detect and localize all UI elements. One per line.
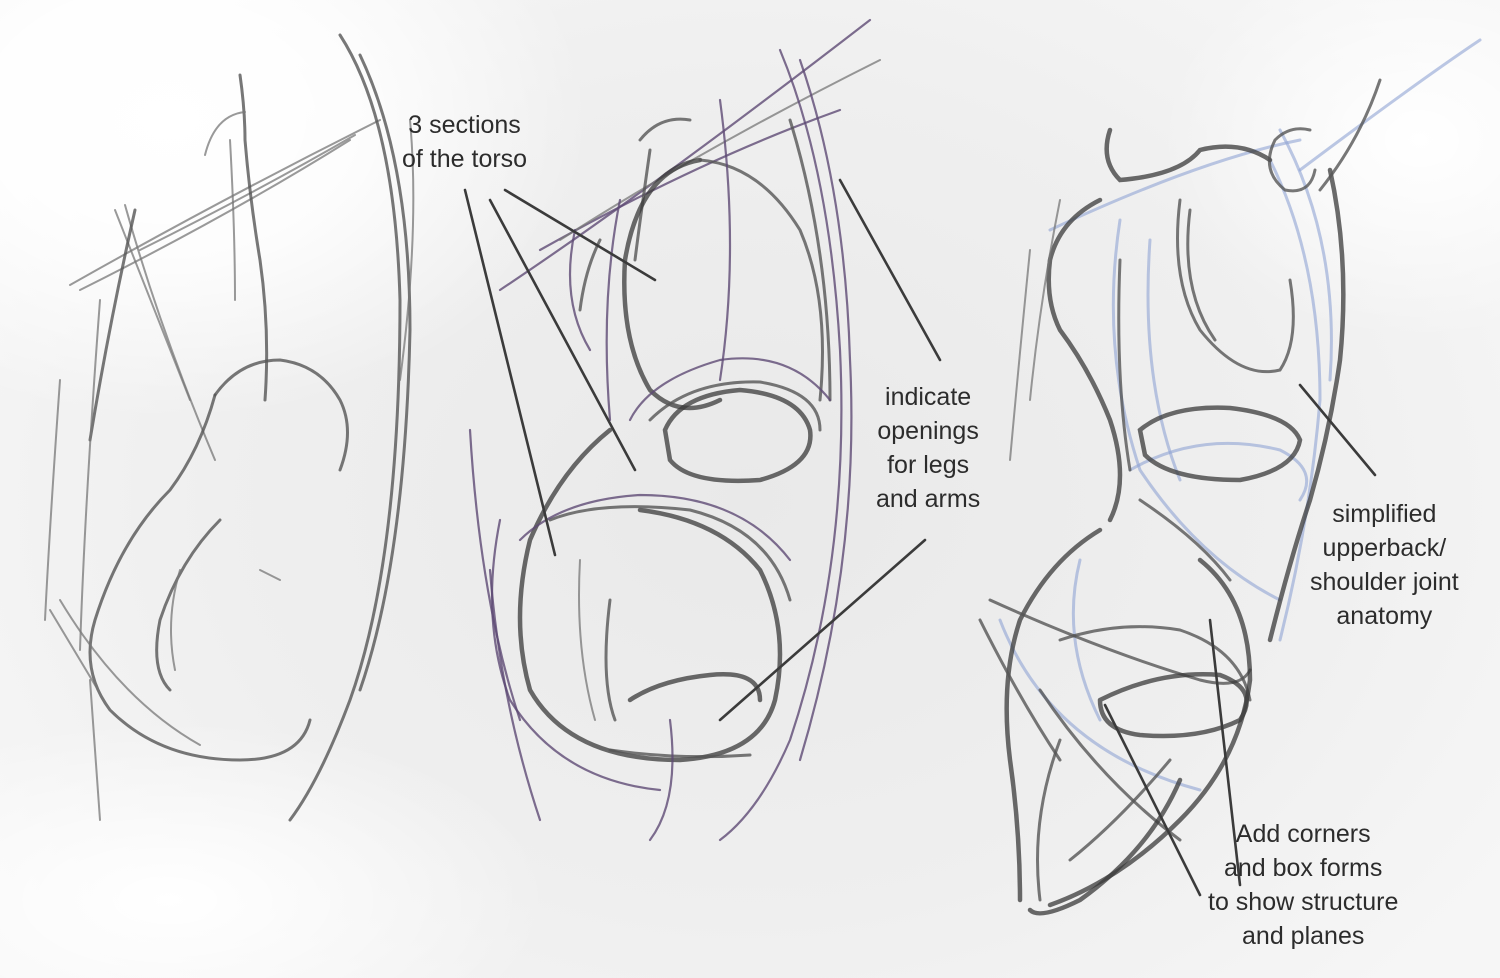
pointer-line xyxy=(1103,703,1202,897)
annotation-line: simplified xyxy=(1332,500,1437,528)
annotation-torso-sections: 3 sections of the torso xyxy=(402,108,527,176)
annotation-line: Add corners xyxy=(1235,820,1371,848)
annotation-openings: indicate openings for legs and arms xyxy=(876,380,980,516)
annotation-line: openings xyxy=(877,417,979,445)
pointer-line xyxy=(1208,618,1242,887)
pointer-line xyxy=(503,188,657,282)
annotation-line: indicate xyxy=(885,383,972,411)
gesture-sketch-panel xyxy=(44,33,415,822)
pointer-line xyxy=(838,178,942,362)
refined-torso-panel xyxy=(978,38,1482,916)
annotation-line: of the torso xyxy=(402,145,528,173)
pointer-line xyxy=(488,198,637,472)
annotation-line: and box forms xyxy=(1223,854,1383,882)
pointer-line xyxy=(463,188,557,557)
annotation-line: to show structure xyxy=(1208,888,1399,916)
annotation-line: shoulder joint xyxy=(1310,568,1459,596)
torso-sections-panel xyxy=(468,18,881,842)
annotation-corners: Add corners and box forms to show struct… xyxy=(1208,817,1398,953)
annotation-line: 3 sections xyxy=(408,111,521,139)
annotation-line: upperback/ xyxy=(1322,534,1447,562)
annotation-line: and planes xyxy=(1242,922,1365,950)
pointer-line xyxy=(1298,383,1377,477)
annotation-line: anatomy xyxy=(1336,602,1433,630)
annotation-shoulder: simplified upperback/ shoulder joint ana… xyxy=(1310,497,1459,633)
annotation-pointers xyxy=(463,178,1377,897)
pointer-line xyxy=(718,538,927,722)
annotation-line: for legs xyxy=(887,451,970,479)
annotation-line: and arms xyxy=(876,485,981,513)
